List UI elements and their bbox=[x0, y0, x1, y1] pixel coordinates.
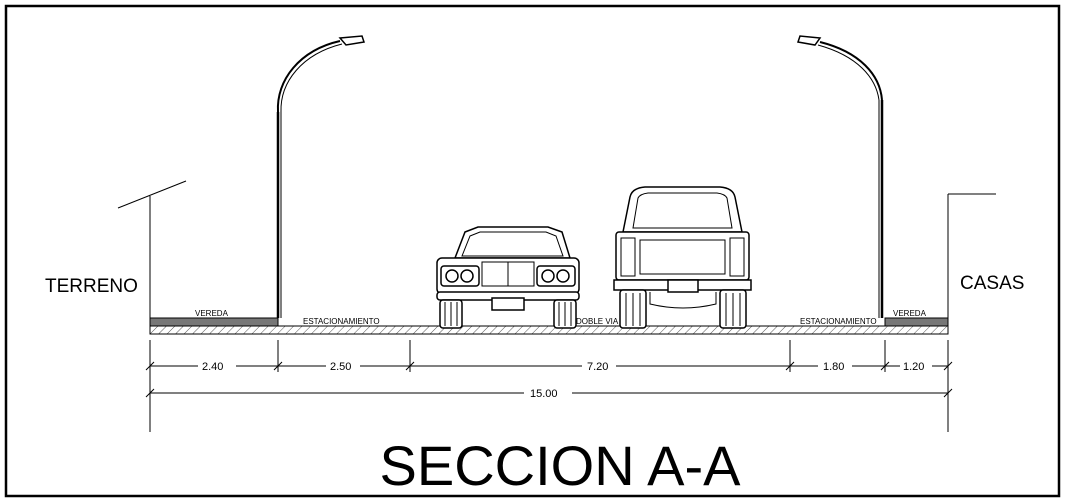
lamp-post-right bbox=[797, 35, 884, 318]
label-estacionamiento-right: ESTACIONAMIENTO bbox=[800, 317, 877, 326]
label-doble-via: DOBLE VIA bbox=[576, 317, 619, 326]
drawing-frame bbox=[4, 4, 1061, 498]
ground-strip bbox=[149, 325, 949, 335]
car-front-view bbox=[436, 226, 580, 329]
dimension-3: 7.20 bbox=[587, 361, 608, 373]
dimension-total: 15.00 bbox=[530, 388, 558, 400]
page-title: SECCION A-A bbox=[380, 434, 742, 497]
houses-right bbox=[947, 193, 996, 326]
lamp-post-left bbox=[276, 35, 365, 318]
pickup-rear-view bbox=[613, 186, 752, 329]
label-estacionamiento-left: ESTACIONAMIENTO bbox=[303, 317, 380, 326]
sidewalk-right bbox=[884, 317, 949, 327]
label-vereda-right: VEREDA bbox=[893, 309, 927, 318]
label-casas: CASAS bbox=[960, 273, 1024, 294]
dimension-2: 2.50 bbox=[330, 361, 351, 373]
dimension-1: 2.40 bbox=[202, 361, 223, 373]
sidewalk-left bbox=[149, 317, 279, 327]
label-terreno: TERRENO bbox=[45, 276, 138, 297]
dimension-4: 1.80 bbox=[823, 361, 844, 373]
dimension-lines bbox=[145, 340, 953, 432]
dimension-5: 1.20 bbox=[903, 361, 924, 373]
terrain-left bbox=[117, 180, 187, 326]
label-vereda-left: VEREDA bbox=[195, 309, 229, 318]
